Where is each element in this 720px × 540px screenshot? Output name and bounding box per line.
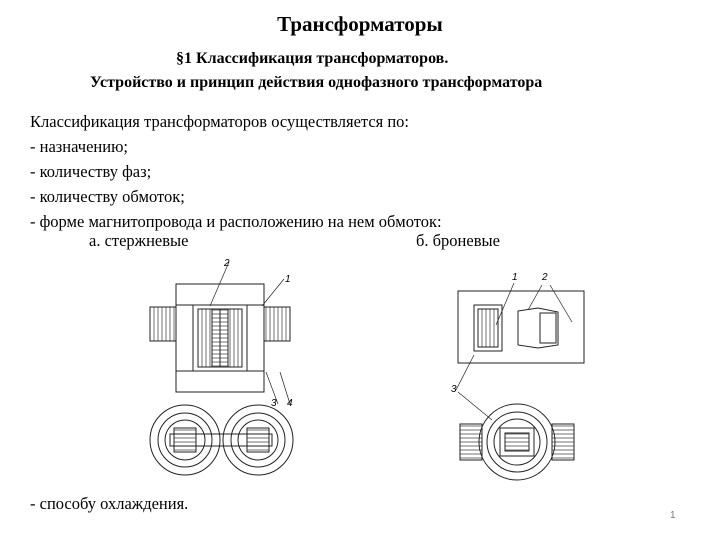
caption-shell-type: б. броневые <box>416 231 500 250</box>
label-2: 2 <box>541 272 548 283</box>
label-1: 1 <box>285 274 291 285</box>
core-type-top-view <box>149 404 294 476</box>
shell-type-transformer-drawing <box>455 282 585 421</box>
slide-title: Трансформаторы <box>277 12 443 36</box>
caption-core-type: а. стержневые <box>89 231 189 250</box>
winding-left <box>149 306 221 368</box>
shell-core-outline <box>457 290 585 364</box>
winding-coil <box>473 304 503 352</box>
label-2: 2 <box>223 258 230 269</box>
list-item: - количеству обмоток; <box>30 187 185 206</box>
list-intro: Классификация трансформаторов осуществля… <box>30 112 410 131</box>
label-3: 3 <box>451 384 457 395</box>
section-subheading: Устройство и принцип действия однофазног… <box>90 74 543 91</box>
page-number: 1 <box>670 510 676 521</box>
classification-list: Классификация трансформаторов осуществля… <box>30 109 442 234</box>
label-1: 1 <box>512 272 518 283</box>
label-3: 3 <box>271 398 277 409</box>
shell-type-top-view <box>459 403 575 481</box>
list-item: - количеству фаз; <box>30 162 152 181</box>
section-heading: §1 Классификация трансформаторов. <box>176 50 449 67</box>
list-item-cooling: - способу охлаждения. <box>30 494 189 513</box>
winding-right <box>219 306 291 368</box>
list-item: - назначению; <box>30 137 128 156</box>
list-item: - форме магнитопровода и расположению на… <box>30 212 442 231</box>
label-4: 4 <box>287 398 293 409</box>
core-type-transformer-drawing <box>149 261 291 405</box>
core-window <box>517 307 559 349</box>
